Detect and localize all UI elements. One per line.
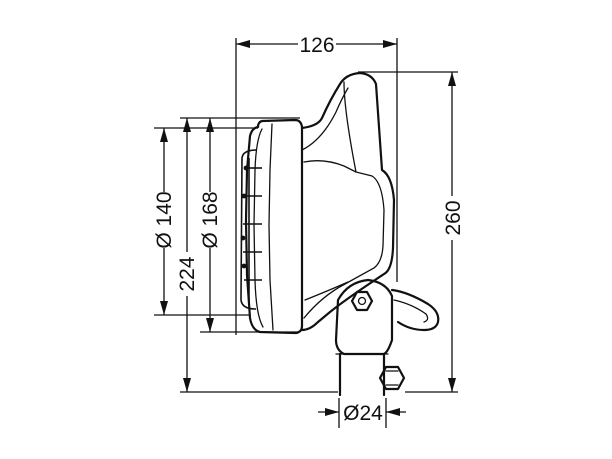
housing-diameter-label: Ø 168: [199, 191, 222, 248]
housing-side-line: [303, 160, 357, 173]
mount-height-label: 224: [176, 256, 199, 291]
tube-diameter-dimension: [318, 408, 406, 416]
lamp-body: [240, 71, 396, 335]
lower-nut-icon: [378, 365, 406, 391]
mounting-tube: [338, 352, 386, 397]
bezel-inner-edge: [268, 123, 274, 331]
lens-grid: [240, 149, 262, 310]
lens-diameter-label: Ø 140: [153, 191, 176, 248]
bracket-arm-inner: [393, 299, 429, 323]
front-bezel: [244, 118, 304, 335]
tube-diameter-label: Ø24: [343, 402, 383, 425]
dimension-lines: [154, 38, 458, 428]
bracket-arm: [390, 288, 440, 332]
housing-top-line: [301, 87, 349, 151]
housing-ridge: [303, 81, 385, 319]
upper-nut-icon: [350, 290, 374, 312]
mounting-bracket: [334, 278, 440, 397]
housing: [300, 71, 396, 332]
depth-label: 126: [299, 34, 334, 57]
bezel-rim-edge: [253, 128, 264, 328]
housing-lower-line: [304, 281, 349, 301]
bracket-plate: [334, 278, 394, 356]
height-label: 260: [442, 200, 465, 235]
